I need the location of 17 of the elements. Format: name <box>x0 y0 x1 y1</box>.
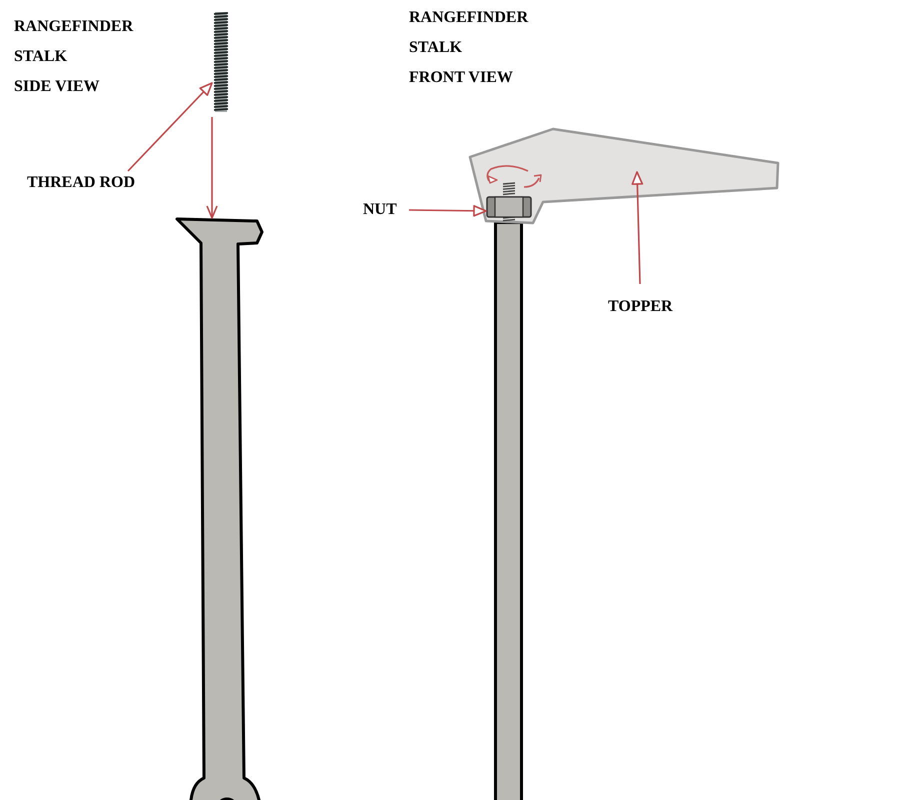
view-title: STALK <box>14 47 68 67</box>
nut-drawing <box>486 182 532 223</box>
arrow <box>632 171 644 284</box>
part-label: NUT <box>363 200 397 220</box>
view-title: FRONT VIEW <box>409 68 513 88</box>
arrow <box>206 117 218 219</box>
view-title: STALK <box>409 38 462 58</box>
view-title: RANGEFINDER <box>409 8 528 28</box>
view-title: SIDE VIEW <box>14 77 100 97</box>
stalk-bar <box>494 221 523 800</box>
arrow <box>127 82 213 172</box>
part-label: THREAD ROD <box>27 173 136 193</box>
part-label: TOPPER <box>608 297 673 317</box>
arrow <box>408 205 487 217</box>
view-title: RANGEFINDER <box>14 17 134 37</box>
stalk-side-drawing <box>175 217 264 800</box>
threaded-rod-drawing <box>212 11 230 113</box>
